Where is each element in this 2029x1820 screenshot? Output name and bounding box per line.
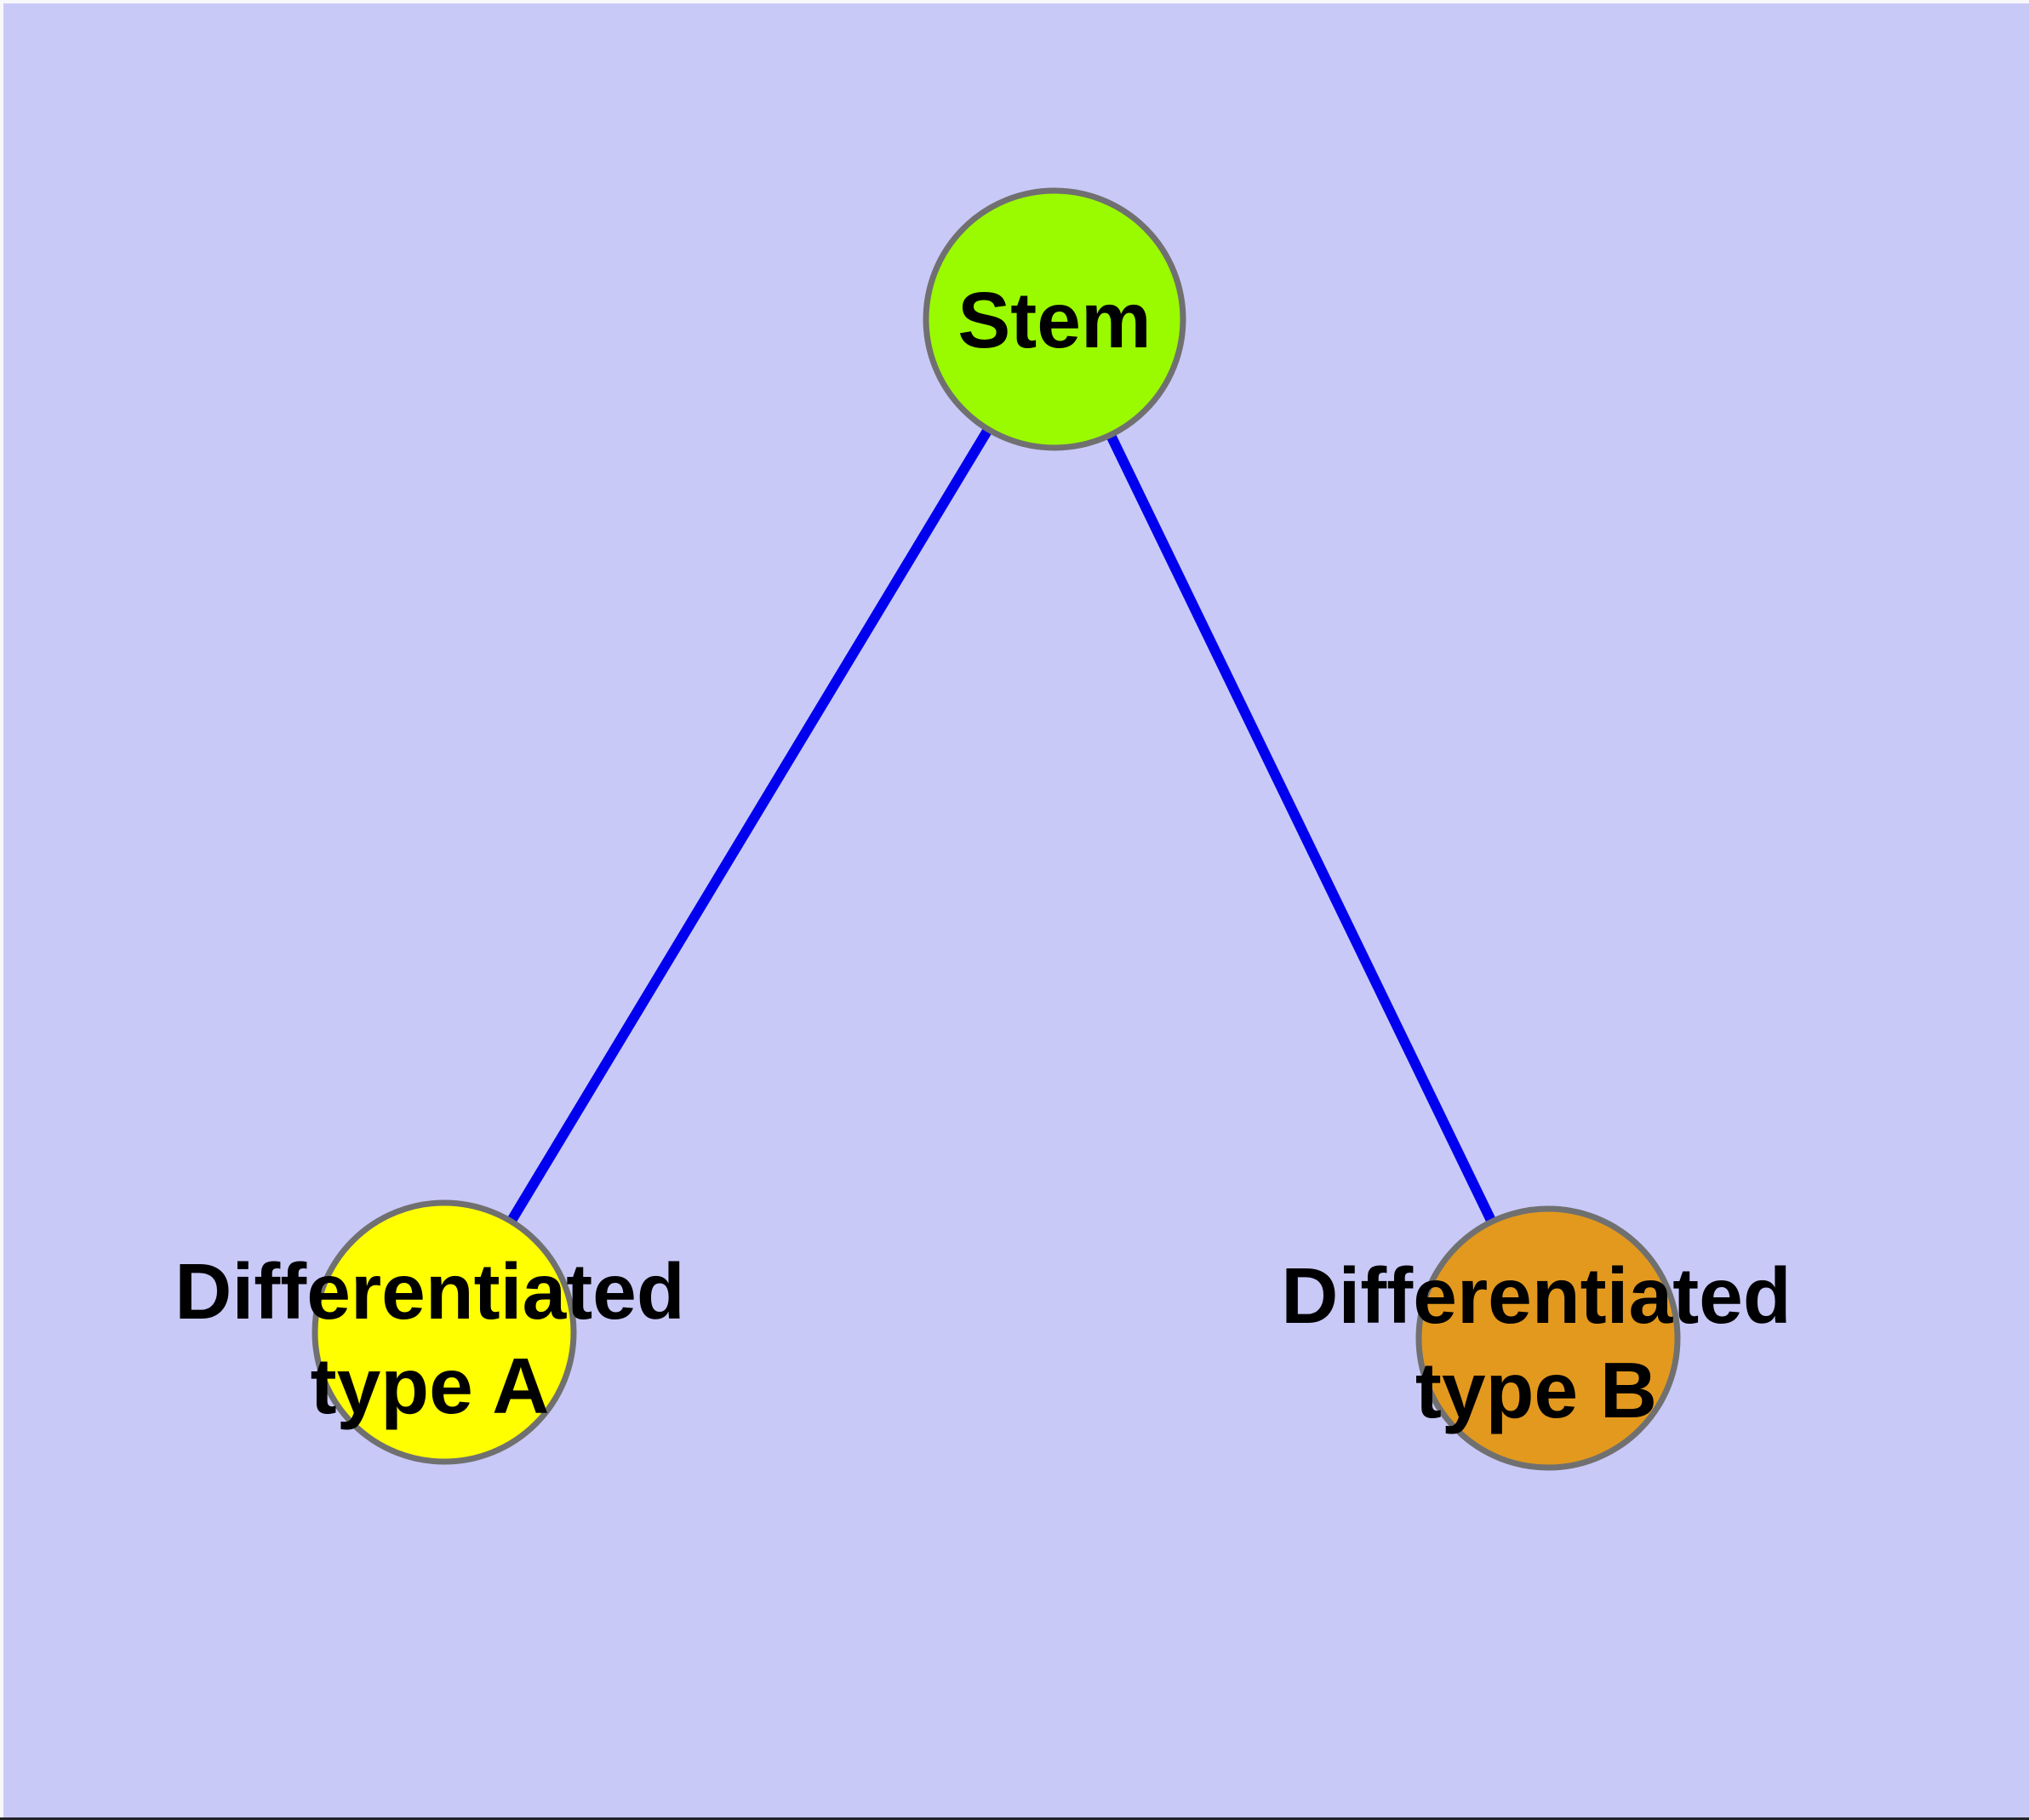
type-a-node-circle	[311, 1199, 577, 1465]
frame-edge-bottom	[0, 1817, 2029, 1820]
type-a-node-label-line2: type A	[311, 1342, 550, 1430]
type-a-node-label-line1: Differentiated	[174, 1247, 684, 1336]
edge-stem-to-type-b	[1049, 317, 1553, 1341]
type-b-node-circle	[1415, 1205, 1681, 1471]
type-b-node-label-line1: Differentiated	[1281, 1251, 1791, 1340]
stem-node-circle	[923, 187, 1186, 451]
edge-stem-to-type-a	[439, 316, 1060, 1336]
frame-edge-left	[0, 0, 3, 1820]
frame-edge-top	[0, 0, 2029, 3]
type-b-node-label-line2: type B	[1415, 1346, 1657, 1434]
stem-node-label: Stem	[957, 276, 1151, 364]
